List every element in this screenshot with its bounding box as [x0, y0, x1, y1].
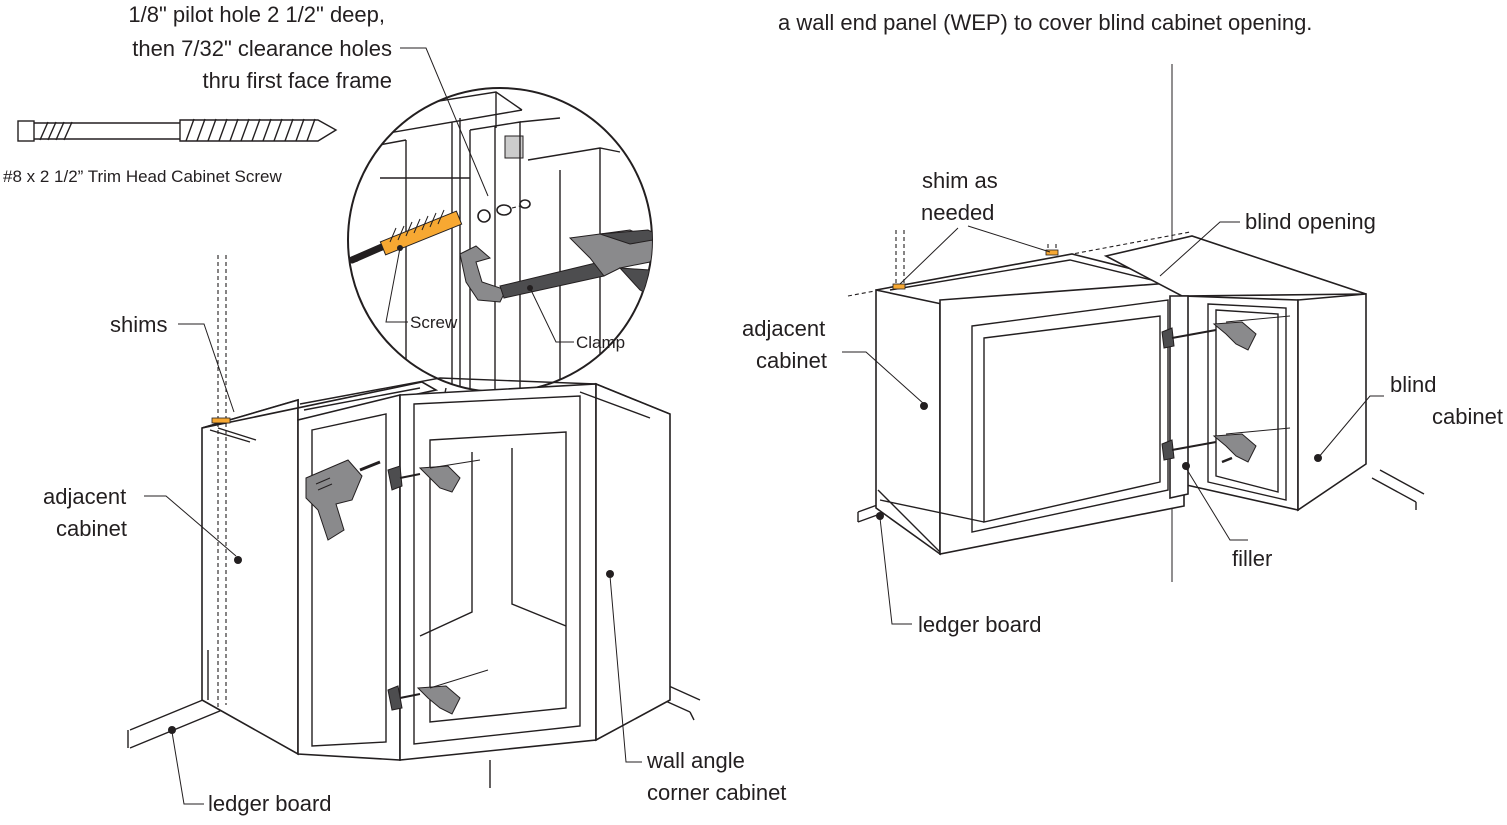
- shims-leader: [178, 323, 235, 413]
- screw-thread: [185, 118, 316, 142]
- blind-cabinet-leader: [1317, 395, 1384, 459]
- wep-note: a wall end panel (WEP) to cover blind ca…: [778, 10, 1312, 35]
- right-adjacent-leader: [842, 351, 925, 405]
- right-ledger-label: ledger board: [918, 612, 1042, 637]
- right-adjacent-label-2: cabinet: [756, 348, 827, 373]
- detail-screw: [348, 209, 463, 264]
- left-adjacent-label-1: adjacent: [43, 484, 126, 509]
- left-adjacent-leader: [144, 495, 237, 557]
- blind-cabinet-label-1: blind: [1390, 372, 1436, 397]
- right-cabinet-assembly: shim as needed blind opening adjacent ca…: [742, 64, 1503, 637]
- shim-leaders: [899, 225, 1051, 285]
- shims-label: shims: [110, 312, 167, 337]
- shim-label-2: needed: [921, 200, 994, 225]
- left-adjacent-side: [201, 398, 299, 756]
- screw-label: Screw: [410, 313, 458, 332]
- detail-clamp: [459, 229, 652, 303]
- left-adjacent-front: [297, 393, 401, 761]
- screw-leader: [385, 247, 408, 323]
- corner-label-2: corner cabinet: [647, 780, 786, 805]
- left-ledger-leader: [171, 731, 204, 805]
- left-lower-clamp: [387, 669, 489, 715]
- pilot-hole-note: 1/8" pilot hole 2 1/2" deep, then 7/32" …: [128, 2, 489, 197]
- corner-leader: [609, 575, 642, 763]
- right-note: a wall end panel (WEP) to cover blind ca…: [778, 10, 1312, 35]
- screw-caption: #8 x 2 1/2” Trim Head Cabinet Screw: [3, 167, 282, 186]
- pilot-note-leader: [400, 47, 489, 197]
- corner-label-1: wall angle: [646, 748, 745, 773]
- blind-cabinet-side: [1297, 293, 1367, 512]
- blind-opening-leader: [1159, 221, 1240, 277]
- filler-label: filler: [1232, 546, 1272, 571]
- drill-icon: [305, 459, 381, 541]
- right-adjacent-side: [875, 289, 941, 556]
- filler-leader: [1185, 467, 1248, 541]
- left-upper-clamp: [387, 459, 481, 493]
- pilot-note-line3: thru first face frame: [202, 68, 392, 93]
- left-cabinet-assembly: shims adjacent cabinet ledger board wall…: [43, 255, 786, 816]
- right-upper-clamp: [1161, 315, 1291, 351]
- pilot-note-line2: then 7/32" clearance holes: [132, 36, 392, 61]
- right-lower-clamp: [1161, 427, 1291, 463]
- blind-cabinet-label-2: cabinet: [1432, 404, 1503, 429]
- shim-label-1: shim as: [922, 168, 998, 193]
- clamp-label: Clamp: [576, 333, 625, 352]
- corner-cabinet-side: [595, 382, 671, 742]
- screw-head: [17, 120, 35, 142]
- blind-opening-label: blind opening: [1245, 209, 1376, 234]
- clamp-leader: [529, 287, 574, 343]
- trim-head-screw-drawing: #8 x 2 1/2” Trim Head Cabinet Screw: [3, 118, 338, 186]
- pilot-note-line1: 1/8" pilot hole 2 1/2" deep,: [128, 2, 385, 27]
- right-adjacent-label-1: adjacent: [742, 316, 825, 341]
- right-ledger-leader: [879, 517, 912, 625]
- left-adjacent-label-2: cabinet: [56, 516, 127, 541]
- right-adjacent-front: [939, 281, 1185, 555]
- left-ledger-label: ledger board: [208, 791, 332, 816]
- screw-upper-thread: [39, 121, 73, 141]
